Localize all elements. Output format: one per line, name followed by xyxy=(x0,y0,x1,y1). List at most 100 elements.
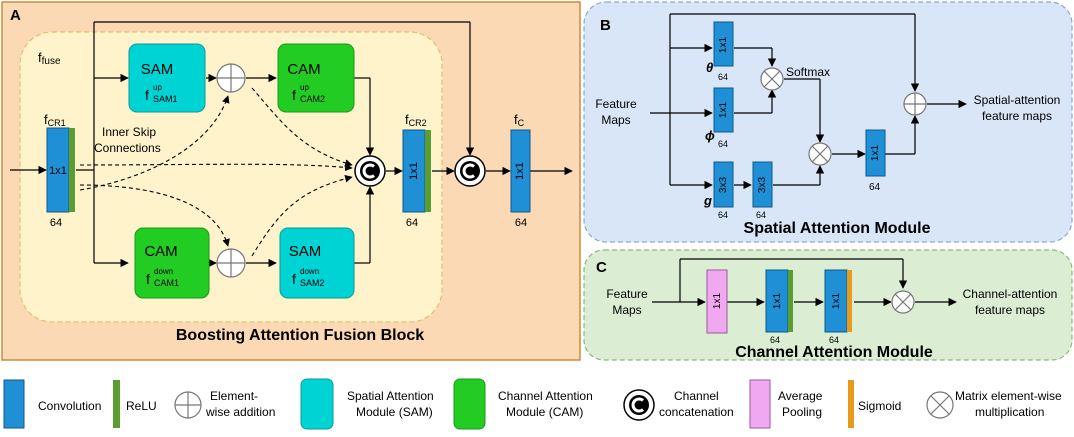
panel-b-connections xyxy=(650,13,967,190)
addition-node-bottom xyxy=(216,248,246,278)
legend-sam-swatch xyxy=(300,378,334,430)
relu-block-cr2 xyxy=(425,130,431,212)
theta-channels: 64 xyxy=(718,72,728,82)
conv-c-1-text: 1x1 xyxy=(772,293,783,310)
conv-c-2-text: 1x1 xyxy=(831,293,842,310)
legend-sam-line1: Spatial Attention xyxy=(347,389,434,403)
legend-cam-line2: Module (CAM) xyxy=(506,405,583,419)
b-input-line1: Feature xyxy=(595,97,637,111)
conv-g-1 xyxy=(713,161,734,208)
g-label: g xyxy=(703,193,712,208)
panel-c: C Channel Attention Module Feature Maps … xyxy=(583,249,1073,361)
legend-avgpool-line1: Average xyxy=(778,389,823,403)
conv-phi-text: 1x1 xyxy=(718,102,729,119)
panel-c-connections xyxy=(652,258,957,307)
legend-relu-swatch xyxy=(113,380,120,428)
conv-g-1-text: 3x3 xyxy=(718,177,729,194)
legend-sigmoid-swatch xyxy=(848,380,854,428)
cr2-channels: 64 xyxy=(406,217,418,229)
conv-theta xyxy=(713,21,734,67)
cr2-label: fCR2 xyxy=(405,112,427,128)
c1-channels: 64 xyxy=(770,335,780,345)
c-output-line2: feature maps xyxy=(975,303,1045,317)
c-channels: 64 xyxy=(515,217,527,229)
legend-cam-swatch xyxy=(453,378,486,430)
conv-b-out-text: 1x1 xyxy=(870,145,881,162)
conv-cr2-text: 1x1 xyxy=(408,162,420,180)
sam2-sup: down xyxy=(300,267,319,276)
cam2-block xyxy=(277,43,355,113)
sam1-block xyxy=(128,43,206,113)
c2-channels: 64 xyxy=(829,335,839,345)
legend-addition-line2: wise addition xyxy=(205,405,275,419)
addition-node-top xyxy=(216,63,246,93)
cr1-label: fCR1 xyxy=(44,112,66,128)
sam2-block xyxy=(279,227,355,299)
conv-block-c xyxy=(510,129,531,213)
relu-c-1 xyxy=(788,270,793,332)
conv-b-out xyxy=(865,129,886,177)
panel-c-letter: C xyxy=(596,259,607,276)
inner-skip-connections xyxy=(79,87,353,257)
legend-addition-line1: Element- xyxy=(210,389,258,403)
legend-concat-line2: concatenation xyxy=(659,405,734,419)
multiply-node-b2 xyxy=(808,142,832,166)
sam1-f: f xyxy=(145,87,149,103)
conv-g-2 xyxy=(752,161,773,208)
panel-b: B Spatial Attention Module Feature Maps xyxy=(583,1,1073,243)
legend-cam-line1: Channel Attention xyxy=(498,389,593,403)
panel-a-title: Boosting Attention Fusion Block xyxy=(176,327,424,344)
sam2-title: SAM xyxy=(289,243,322,260)
legend-multiply-icon xyxy=(926,391,954,419)
legend-addition-icon xyxy=(174,391,202,419)
b-input-line2: Maps xyxy=(601,113,630,127)
conv-c-text: 1x1 xyxy=(514,162,526,180)
phi-label: ϕ xyxy=(705,128,715,143)
sam2-sub: SAM2 xyxy=(300,278,325,288)
conv-theta-text: 1x1 xyxy=(718,37,729,54)
sam2-f: f xyxy=(292,271,296,287)
panel-a-connections xyxy=(10,21,573,268)
legend-sam-line2: Module (SAM) xyxy=(356,405,433,419)
b-out-channels: 64 xyxy=(869,182,881,193)
cam1-f: f xyxy=(146,271,150,287)
panel-b-letter: B xyxy=(600,17,611,34)
legend-avgpool-swatch xyxy=(749,379,771,429)
c-label: fC xyxy=(514,112,525,128)
multiply-node-b1 xyxy=(760,67,784,91)
c-output-line1: Channel-attention xyxy=(963,287,1058,301)
legend-concat-icon xyxy=(623,389,655,421)
phi-channels: 64 xyxy=(718,139,728,149)
legend-avgpool-line2: Pooling xyxy=(782,405,822,419)
legend-concat-line1: Channel xyxy=(674,389,719,403)
b-output-line2: feature maps xyxy=(982,109,1052,123)
g2-channels: 64 xyxy=(756,210,766,220)
avgpool-text: 1x1 xyxy=(712,293,723,310)
panel-a: A ffuse Boosting Attention Fusion Block xyxy=(1,1,581,361)
panel-b-title: Spatial Attention Module xyxy=(744,220,931,237)
multiply-node-c xyxy=(891,290,915,314)
legend: Convolution ReLU Element- wise addition … xyxy=(3,378,1062,430)
sam1-sub: SAM1 xyxy=(153,94,178,104)
skip-label-line2: Connections xyxy=(94,141,161,155)
cam2-sub: CAM2 xyxy=(300,94,325,104)
addition-node-b xyxy=(903,92,927,116)
legend-multiply-line1: Matrix element-wise xyxy=(955,389,1062,403)
conv-g-2-text: 3x3 xyxy=(757,177,768,194)
legend-sigmoid-label: Sigmoid xyxy=(858,399,901,413)
legend-convolution-swatch xyxy=(3,379,25,429)
avgpool-block xyxy=(706,269,728,334)
panel-c-title: Channel Attention Module xyxy=(735,344,933,361)
conv-phi xyxy=(713,87,734,133)
cam1-sup: down xyxy=(154,267,173,276)
concat-node-2 xyxy=(454,155,486,187)
theta-label: θ xyxy=(706,60,713,75)
cam1-block xyxy=(134,227,210,299)
sigmoid-c-2 xyxy=(847,270,852,332)
sam1-sup: up xyxy=(153,83,162,92)
c-input-line2: Maps xyxy=(612,303,641,317)
softmax-label: Softmax xyxy=(786,65,830,79)
fuse-label: ffuse xyxy=(38,50,61,67)
g1-channels: 64 xyxy=(718,210,728,220)
